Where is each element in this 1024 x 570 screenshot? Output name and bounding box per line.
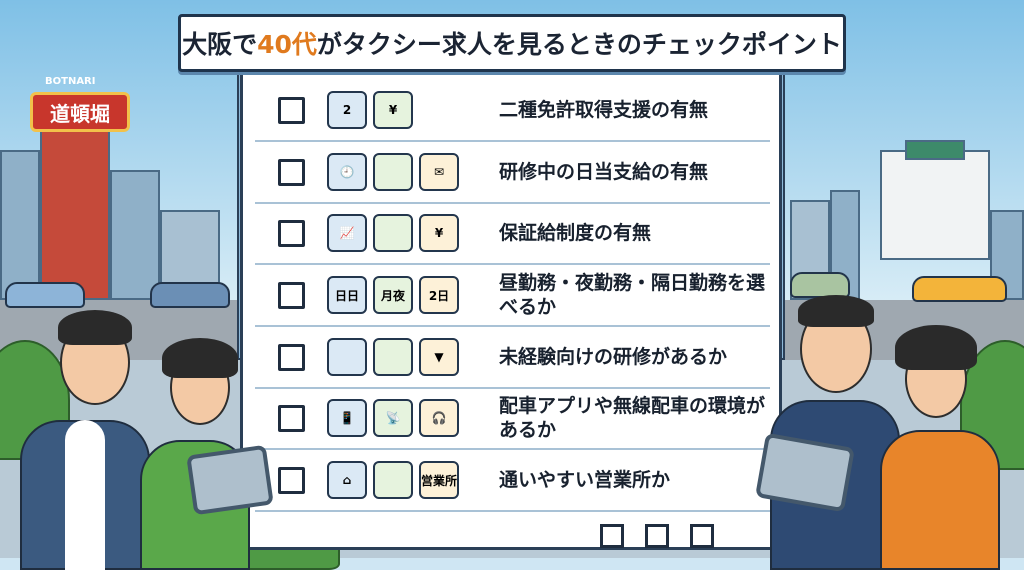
checklist-item-text: 研修中の日当支給の有無 (499, 161, 709, 183)
title-highlight: 40代 (257, 30, 317, 59)
checklist-item: ▼ 未経験向けの研修があるか (255, 327, 770, 389)
botnari-sign: BOTNARI (45, 76, 96, 87)
beginner-mark-icon: ▼ (419, 338, 459, 376)
moon-icon: 月夜 (373, 276, 413, 314)
radio-tower-icon: 📡 (373, 399, 413, 437)
checkbox (278, 466, 305, 494)
checklist-item-text: 通いやすい営業所か (499, 469, 671, 491)
checklist-item: 🕘✉研修中の日当支給の有無 (255, 142, 770, 204)
checkbox (278, 343, 305, 371)
checklist-item-text: 二種免許取得支援の有無 (499, 99, 709, 121)
item-icons: ⌂ 営業所 (327, 461, 487, 499)
checkbox (278, 96, 305, 124)
item-icons: 2¥ (327, 91, 487, 129)
envelope-icon: ✉ (419, 153, 459, 191)
calendar-icon: 2日 (419, 276, 459, 314)
checkbox (278, 281, 305, 309)
item-icons: 📈¥ (327, 214, 487, 252)
money-bag-icon: ¥ (419, 214, 459, 252)
checkbox-square (600, 524, 624, 548)
checkbox (278, 219, 305, 247)
sun-clock-icon: 日日 (327, 276, 367, 314)
taxi (912, 276, 1007, 302)
instructor-icon (327, 338, 367, 376)
checkbox-square (690, 524, 714, 548)
checkbox (278, 404, 305, 432)
car (790, 272, 850, 298)
car (5, 282, 85, 308)
checklist-item: 2¥ 二種免許取得支援の有無 (255, 80, 770, 142)
dotonbori-sign: 道頓堀 (30, 92, 130, 132)
office-icon: 営業所 (419, 461, 459, 499)
car (150, 282, 230, 308)
checklist-item: ⌂ 営業所 通いやすい営業所か (255, 450, 770, 512)
item-icons: ▼ (327, 338, 487, 376)
chart-icon: 📈 (327, 214, 367, 252)
checklist-item: 📈¥保証給制度の有無 (255, 203, 770, 265)
osaka-map-icon (373, 461, 413, 499)
taxi-icon: 2 (327, 91, 367, 129)
trainee-icon (373, 338, 413, 376)
clock-icon: 🕘 (327, 153, 367, 191)
checklist-item: 📱📡🎧 配車アプリや無線配車の環境があるか (255, 388, 770, 450)
checklist-item-text: 未経験向けの研修があるか (499, 346, 728, 368)
smartphone-icon: 📱 (327, 399, 367, 437)
item-icons: 🕘✉ (327, 153, 487, 191)
operator-icon: 🎧 (419, 399, 459, 437)
money-hand-icon: ¥ (373, 91, 413, 129)
checklist-item-text: 保証給制度の有無 (499, 222, 652, 244)
tablet (186, 444, 274, 516)
checkbox-square (645, 524, 669, 548)
driver-icon (373, 153, 413, 191)
title-suffix: がタクシー求人を見るときのチェックポイント (316, 30, 842, 59)
house-icon: ⌂ (327, 461, 367, 499)
checklist-item-text: 配車アプリや無線配車の環境があるか (499, 395, 766, 441)
item-icons: 📱📡🎧 (327, 399, 487, 437)
safe-icon (373, 214, 413, 252)
checkbox (278, 158, 305, 186)
title-prefix: 大阪で (182, 30, 258, 59)
checklist-item-text: 昼勤務・夜勤務・隔日勤務を選べるか (499, 272, 766, 318)
